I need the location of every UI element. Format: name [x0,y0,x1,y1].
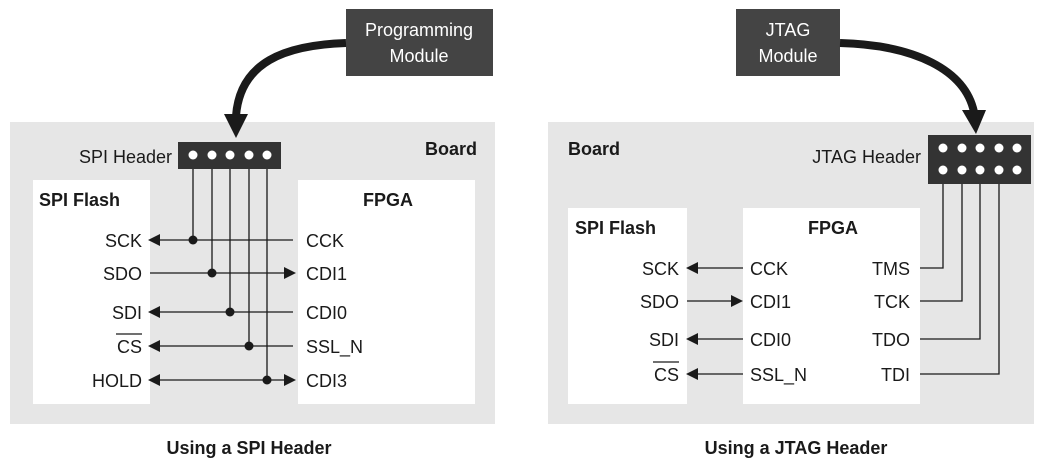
fpga-pin-cdi1: CDI1 [750,292,791,312]
header-pin [975,143,985,153]
header-pin [994,165,1004,175]
module-to-header-arrow [232,39,347,117]
caption-left: Using a SPI Header [166,438,331,458]
jtag-header-label: JTAG Header [812,147,921,167]
fpga-pin-cdi1: CDI1 [306,264,347,284]
board-label-right: Board [568,139,620,159]
arrowhead-icon [224,114,248,138]
arrow-left-icon [686,368,698,380]
jtag-pin-tms: TMS [872,259,910,279]
flash-pin-sdo: SDO [103,264,142,284]
arrow-left-icon [686,333,698,345]
header-pin [1012,165,1022,175]
jtag-header-connector [928,135,1031,184]
arrow-left-icon [148,234,160,246]
arrow-left-icon [148,306,160,318]
board-label-left: Board [425,139,477,159]
header-pin [244,150,254,160]
header-pin [957,143,967,153]
arrowhead-icon [962,110,986,134]
fpga-pin-cdi0: CDI0 [750,330,791,350]
fpga-pin-cdi3: CDI3 [306,371,347,391]
spi-header-diagram: Board SPI Flash FPGA Programming Module … [10,9,495,458]
programming-module-line1: Programming [365,20,473,40]
jtag-module-line1: JTAG [766,20,811,40]
header-pin [207,150,217,160]
jtag-header-diagram: Board SPI Flash FPGA JTAG Module JTAG He… [548,9,1034,458]
fpga-pin-cck: CCK [750,259,788,279]
fpga-pin-cdi0: CDI0 [306,303,347,323]
arrow-right-icon [731,295,743,307]
fpga-pin-ssl-n: SSL_N [750,365,807,386]
header-pin [262,150,272,160]
header-pin [938,143,948,153]
arrow-right-icon [284,374,296,386]
flash-pin-sck: SCK [105,231,142,251]
jtag-wire-tdi [920,184,1000,375]
junction-dot [244,341,254,351]
header-pin [1012,143,1022,153]
fpga-title-right: FPGA [808,218,858,238]
flash-pin-sdi: SDI [649,330,679,350]
header-pin [938,165,948,175]
header-pin [225,150,235,160]
fpga-box-left [298,180,475,404]
junction-dot [188,235,198,245]
flash-pin-sdi: SDI [112,303,142,323]
flash-pin-cs: CS [654,365,679,385]
arrow-left-icon [148,374,160,386]
jtag-pin-tdi: TDI [881,365,910,385]
jtag-pin-tdo: TDO [872,330,910,350]
spi-flash-box-left [33,180,150,404]
jtag-module [736,9,840,76]
header-pin [188,150,198,160]
junction-dot [262,375,272,385]
arrow-left-icon [148,340,160,352]
fpga-title-left: FPGA [363,190,413,210]
jtag-wire-tdo [920,184,981,340]
flash-pin-sck: SCK [642,259,679,279]
header-pin [975,165,985,175]
programming-module-line2: Module [389,46,448,66]
module-to-header-arrow [839,39,978,113]
arrow-right-icon [284,267,296,279]
spi-header-label: SPI Header [79,147,172,167]
header-pin [994,143,1004,153]
jtag-wire-tck [920,184,963,302]
jtag-module-line2: Module [758,46,817,66]
programming-module [346,9,493,76]
spi-flash-box-right [568,208,687,404]
arrow-left-icon [686,262,698,274]
flash-pin-hold: HOLD [92,371,142,391]
jtag-pin-tck: TCK [874,292,910,312]
junction-dot [225,307,235,317]
fpga-pin-cck: CCK [306,231,344,251]
flash-pin-sdo: SDO [640,292,679,312]
header-pin [957,165,967,175]
spi-flash-title-left: SPI Flash [39,190,120,210]
flash-pin-cs: CS [117,337,142,357]
junction-dot [207,268,217,278]
caption-right: Using a JTAG Header [705,438,888,458]
fpga-box-right [743,208,920,404]
jtag-wire-tms [920,184,944,269]
spi-flash-title-right: SPI Flash [575,218,656,238]
fpga-pin-ssl-n: SSL_N [306,337,363,358]
